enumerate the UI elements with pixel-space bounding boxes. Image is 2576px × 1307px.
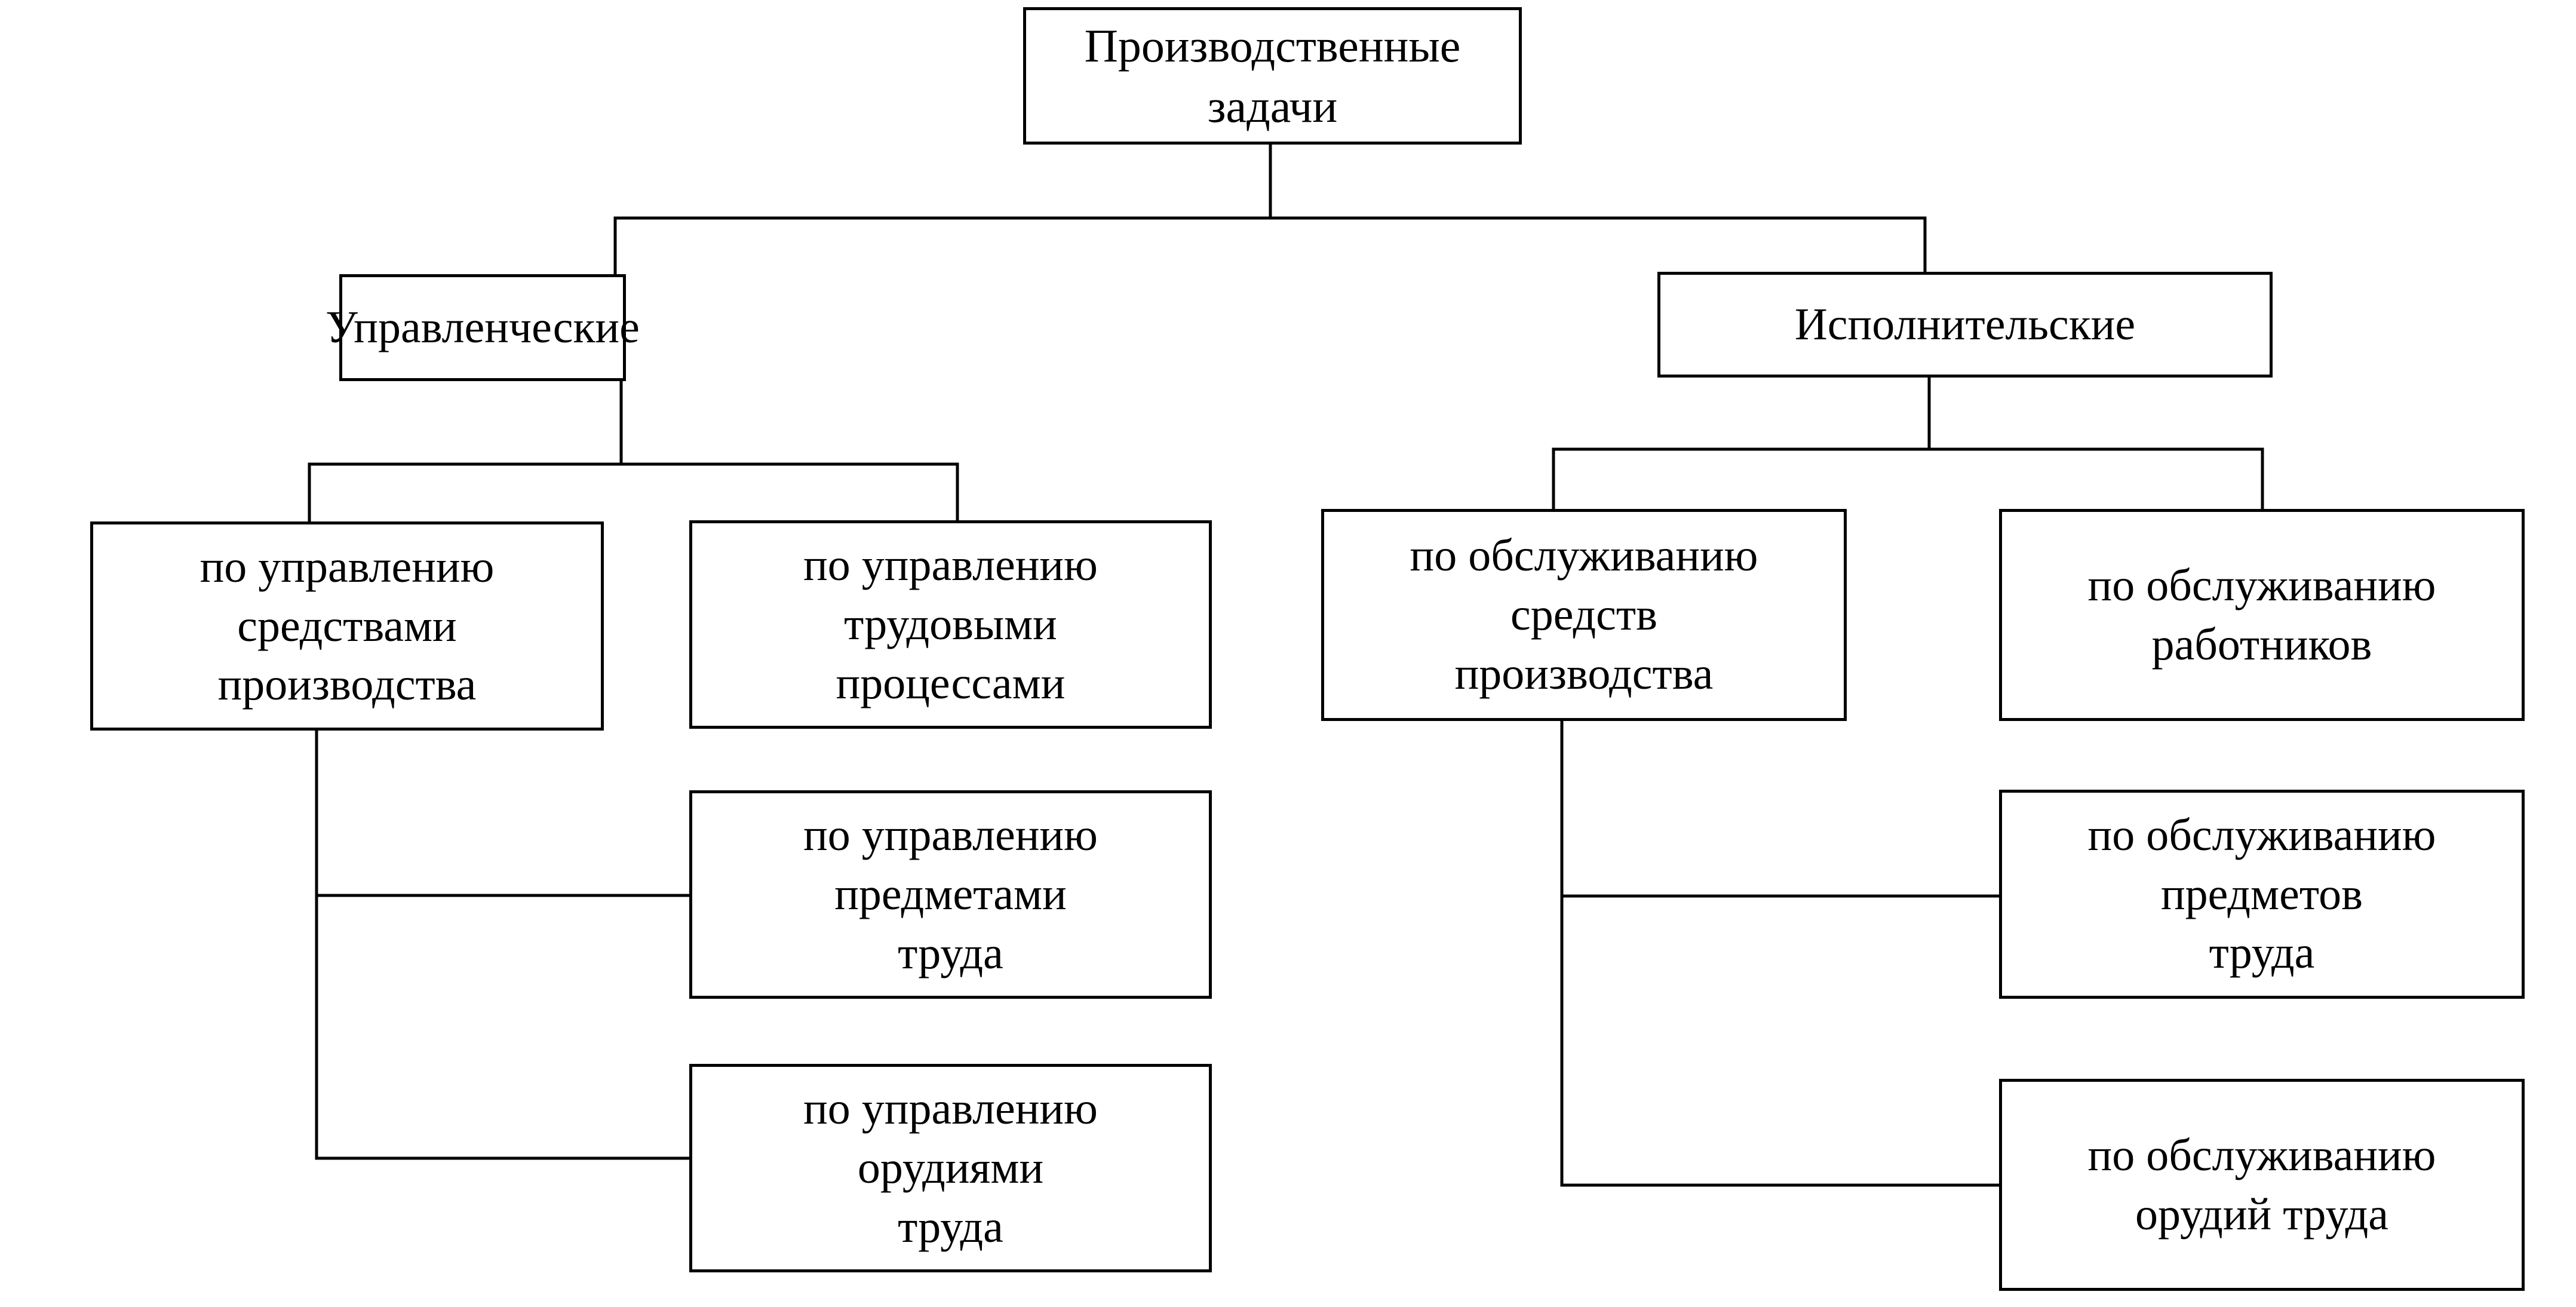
leaf-node-servicing-tools-of-labor: по обслуживанию орудий труда	[1999, 1079, 2525, 1291]
leaf-node-servicing-objects-of-labor: по обслуживанию предметов труда	[1999, 790, 2525, 999]
leaf-node-servicing-workers: по обслуживанию работников	[1999, 509, 2525, 721]
branch-node-executive: Исполнительские	[1657, 272, 2273, 378]
leaf-node-tools-of-labor: по управлению орудиями труда	[689, 1064, 1212, 1272]
leaf-node-means-of-production: по управлению средствами производства	[90, 521, 604, 731]
branch-node-management: Управленческие	[326, 274, 640, 381]
leaf-node-servicing-means-of-production: по обслуживанию средств производства	[1321, 509, 1847, 721]
root-node: Производственные задачи	[1023, 7, 1522, 145]
leaf-node-labor-processes: по управлению трудовыми процессами	[689, 520, 1212, 729]
leaf-node-objects-of-labor: по управлению предметами труда	[689, 790, 1212, 999]
